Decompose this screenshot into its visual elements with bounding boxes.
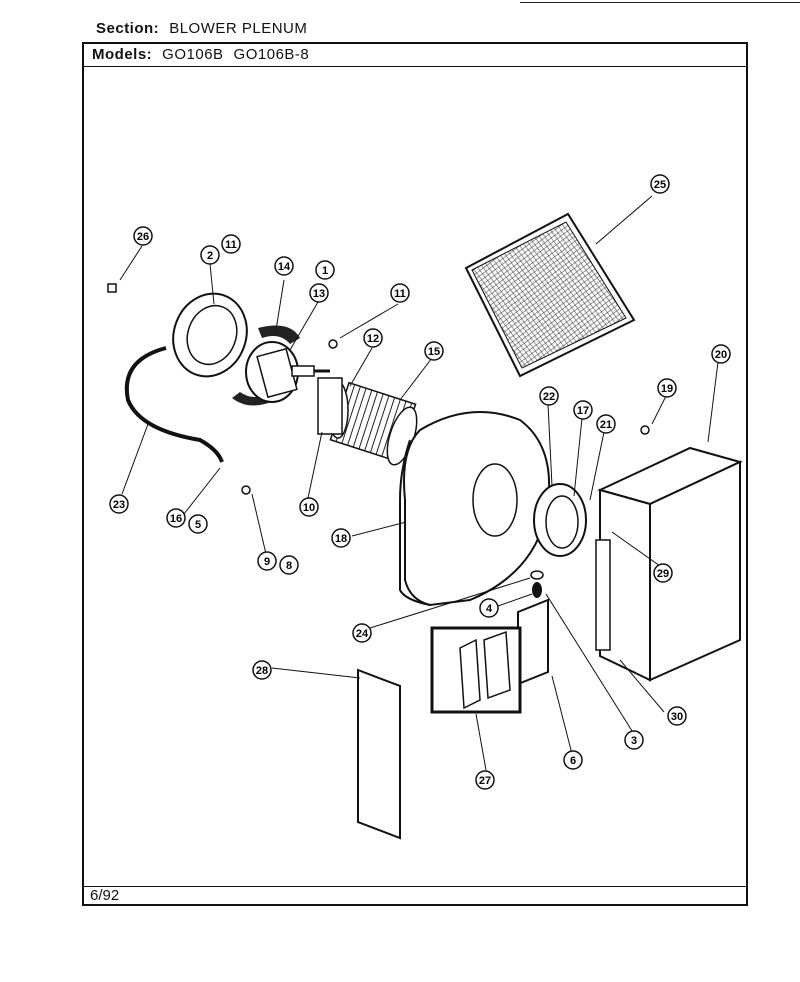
callout-number: 2 — [207, 250, 213, 262]
callout-25: 25 — [650, 174, 670, 194]
callout-22: 22 — [539, 386, 559, 406]
callout-26: 26 — [133, 226, 153, 246]
callout-20: 20 — [711, 344, 731, 364]
callout-number: 15 — [428, 346, 440, 358]
callout-19: 19 — [657, 378, 677, 398]
callout-number: 10 — [303, 502, 315, 514]
callout-number: 19 — [661, 383, 673, 395]
callout-14: 14 — [274, 256, 294, 276]
inlet-ring-part — [533, 483, 587, 557]
callout-5: 5 — [188, 514, 208, 534]
callout-11: 11 — [390, 283, 410, 303]
diagram-frame — [82, 42, 748, 906]
callout-number: 21 — [600, 419, 612, 431]
callout-number: 11 — [225, 239, 237, 251]
wheel-clamp-part — [317, 377, 343, 435]
callout-28: 28 — [252, 660, 272, 680]
callout-6: 6 — [563, 750, 583, 770]
callout-18: 18 — [331, 528, 351, 548]
callout-number: 29 — [657, 568, 669, 580]
top-rule — [520, 2, 800, 3]
callout-10: 10 — [299, 497, 319, 517]
callout-number: 24 — [356, 628, 369, 640]
callout-27: 27 — [475, 770, 495, 790]
callout-number: 23 — [113, 499, 125, 511]
callout-labels: 25 26 2 11 14 1 13 11 12 15 20 19 22 17 21 23 16 5 10 9 8 18 2… — [109, 174, 731, 790]
callout-number: 18 — [335, 533, 347, 545]
section-value: BLOWER PLENUM — [169, 20, 308, 37]
callout-number: 8 — [286, 560, 292, 572]
callout-13: 13 — [309, 283, 329, 303]
callout-17: 17 — [573, 400, 593, 420]
callout-number: 26 — [137, 231, 149, 243]
fasteners-part — [107, 283, 650, 495]
callout-11: 11 — [221, 234, 241, 254]
model-name: GO106B — [162, 46, 224, 63]
callout-3: 3 — [624, 730, 644, 750]
model-name: GO106B-8 — [233, 46, 310, 63]
callout-number: 13 — [313, 288, 325, 300]
motor-mount-ring-part — [172, 292, 248, 378]
callout-21: 21 — [596, 414, 616, 434]
callout-23: 23 — [109, 494, 129, 514]
access-panel-kit-part — [430, 626, 522, 714]
callout-number: 30 — [671, 711, 683, 723]
blower-housing-part — [399, 411, 551, 607]
callout-2: 2 — [200, 245, 220, 265]
models-heading: Models: GO106B GO106B-8 — [92, 46, 309, 63]
section-heading: Section: BLOWER PLENUM — [96, 20, 307, 37]
models-rule — [82, 66, 748, 67]
callout-number: 28 — [256, 665, 268, 677]
callout-number: 14 — [278, 261, 291, 273]
callout-number: 27 — [479, 775, 491, 787]
filter-screen-part — [464, 212, 636, 378]
wire-harness-part — [124, 346, 224, 463]
blower-motor-part — [245, 341, 330, 403]
plenum-box-part — [595, 446, 743, 682]
callout-number: 3 — [631, 735, 637, 747]
callout-number: 4 — [486, 603, 493, 615]
callout-16: 16 — [166, 508, 186, 528]
callout-4: 4 — [479, 598, 499, 618]
leader-lines — [119, 195, 719, 771]
callout-15: 15 — [424, 341, 444, 361]
callout-12: 12 — [363, 328, 383, 348]
models-label: Models: — [92, 46, 153, 63]
callout-30: 30 — [667, 706, 687, 726]
footer-rule — [82, 886, 748, 887]
callout-number: 5 — [195, 519, 201, 531]
callout-number: 20 — [715, 349, 727, 361]
callout-24: 24 — [352, 623, 372, 643]
cover-panel-part — [357, 668, 401, 840]
callout-number: 12 — [367, 333, 379, 345]
section-label: Section: — [96, 20, 160, 37]
callout-8: 8 — [279, 555, 299, 575]
callout-number: 25 — [654, 179, 666, 191]
callout-number: 16 — [170, 513, 182, 525]
callout-number: 22 — [543, 391, 555, 403]
callout-1: 1 — [315, 260, 335, 280]
callout-9: 9 — [257, 551, 277, 571]
callout-29: 29 — [653, 563, 673, 583]
callout-number: 17 — [577, 405, 589, 417]
callout-number: 6 — [570, 755, 576, 767]
callout-number: 9 — [264, 556, 270, 568]
callout-number: 1 — [322, 265, 328, 277]
callout-number: 11 — [394, 288, 406, 300]
junction-box-part — [517, 570, 549, 686]
date-code: 6/92 — [90, 887, 120, 904]
